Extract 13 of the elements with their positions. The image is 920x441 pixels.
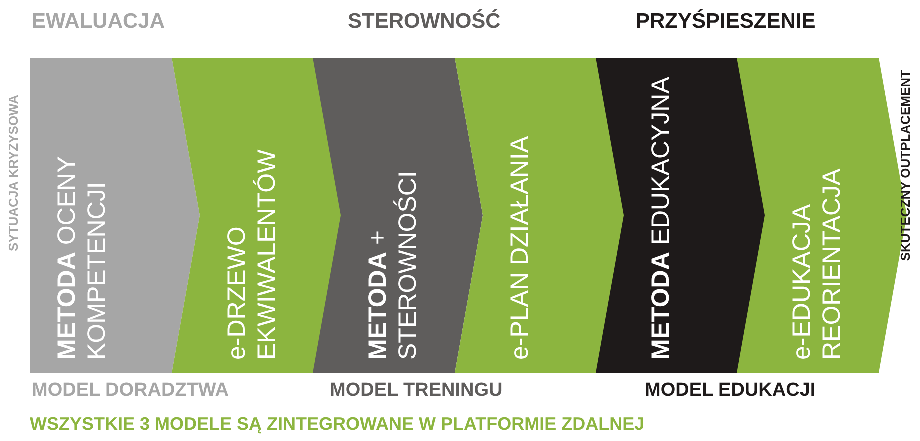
step-label: e-PLAN DZIAŁANIA [505, 135, 535, 360]
column-heading: STEROWNOŚĆ [348, 10, 501, 34]
step-label: e-EDUKACJA REORIENTACJA [787, 168, 847, 360]
column-heading: EWALUACJA [32, 10, 166, 34]
footer-note: WSZYSTKIE 3 MODELE SĄ ZINTEGROWANE W PLATFORMIE ZDALNEJ [30, 414, 645, 435]
model-label: MODEL TRENINGU [330, 380, 503, 402]
model-label: MODEL DORADZTWA [32, 380, 230, 402]
start-label: SYTUACJA KRYZYSOWA [6, 95, 21, 252]
end-label: SKUTECZNY OUTPLACEMENT [898, 70, 913, 262]
model-label: MODEL EDUKACJI [645, 380, 816, 402]
column-heading: PRZYŚPIESZENIE [636, 10, 816, 34]
step-label: e-DRZEWO EKWIWALENTÓW [222, 148, 282, 360]
step-label: METODA EDUKACYJNA [646, 76, 676, 360]
